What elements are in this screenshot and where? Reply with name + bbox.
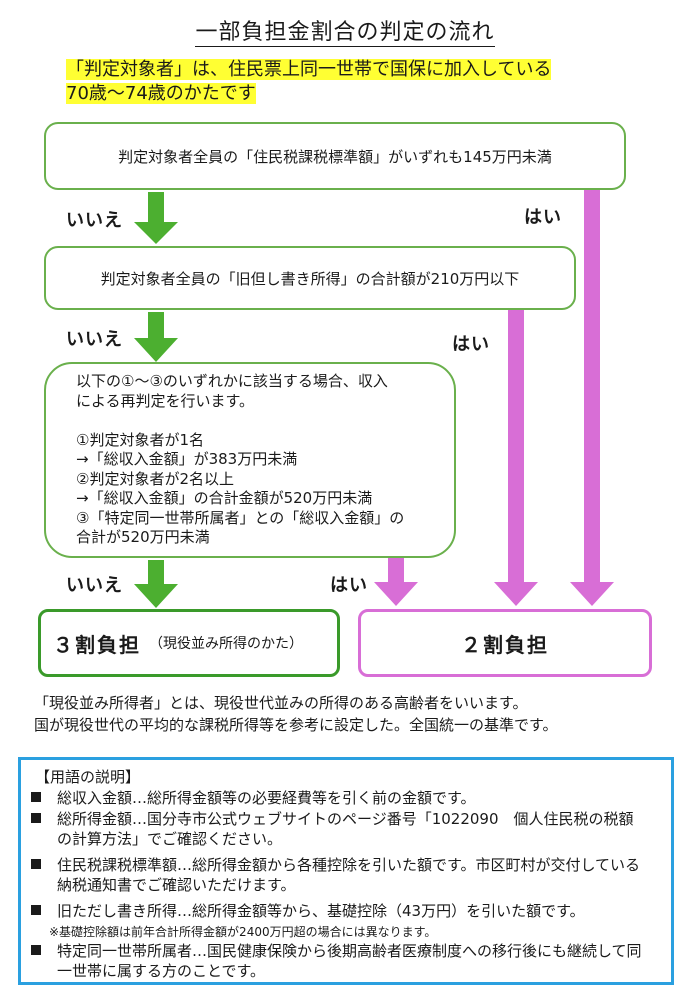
label-no-2: いいえ	[66, 329, 123, 350]
glossary-item: 総収入金額…総所得金額等の必要経費等を引く前の金額です。	[31, 788, 647, 808]
glossary-item-text: 住民税課税標準額…総所得金額から各種控除を引いた額です。市区町村が交付している納…	[57, 856, 641, 894]
glossary-box: 【用語の説明】 総収入金額…総所得金額等の必要経費等を引く前の金額です。 総所得…	[18, 757, 674, 985]
decision-box-2: 判定対象者全員の「旧但し書き所得」の合計額が210万円以下	[44, 246, 576, 310]
note-line-2: 国が現役世代の平均的な課税所得等を参考に設定した。全国統一の基準です。	[34, 716, 558, 734]
note-text: 「現役並み所得者」とは、現役世代並みの所得のある高齢者をいいます。 国が現役世代…	[34, 692, 558, 736]
glossary-item: 旧ただし書き所得…総所得金額等から、基礎控除（43万円）を引いた額です。	[31, 901, 647, 921]
glossary-item: 特定同一世帯所属者…国民健康保険から後期高齢者医療制度への移行後にも継続して同一…	[31, 941, 647, 981]
box3-line: 以下の①～③のいずれかに該当する場合、収入	[76, 372, 388, 390]
result-30-label: ３割負担	[53, 632, 141, 657]
result-20-percent: ２割負担	[358, 609, 652, 677]
result-30-percent: ３割負担 （現役並み所得のかた）	[38, 609, 340, 677]
box3-line: 合計が520万円未満	[76, 528, 210, 546]
note-line-1: 「現役並み所得者」とは、現役世代並みの所得のある高齢者をいいます。	[34, 694, 528, 712]
glossary-item-text: 総収入金額…総所得金額等の必要経費等を引く前の金額です。	[57, 789, 476, 807]
page-title-text: 一部負担金割合の判定の流れ	[195, 20, 495, 47]
glossary-item: 総所得金額…国分寺市公式ウェブサイトのページ番号「1022090 個人住民税の税…	[31, 809, 647, 849]
glossary-item: 住民税課税標準額…総所得金額から各種控除を引いた額です。市区町村が交付している納…	[31, 855, 647, 895]
glossary-title: 【用語の説明】	[35, 768, 141, 786]
decision-box-3: 以下の①～③のいずれかに該当する場合、収入 による再判定を行います。 ①判定対象…	[44, 362, 456, 558]
arrow-yes-box1	[570, 190, 614, 606]
page-title: 一部負担金割合の判定の流れ	[0, 14, 690, 47]
box3-line	[76, 411, 404, 431]
intro-text: 「判定対象者」は、住民票上同一世帯で国保に加入している 70歳～74歳のかたです	[66, 58, 552, 106]
bullet-square-icon	[31, 792, 41, 802]
bullet-square-icon	[31, 905, 41, 915]
glossary-footnote: ※基礎控除額は前年合計所得金額が2400万円超の場合には異なります。	[49, 925, 437, 939]
glossary-item-text: 特定同一世帯所属者…国民健康保険から後期高齢者医療制度への移行後にも継続して同一…	[57, 942, 642, 980]
arrow-no-box3	[134, 560, 178, 608]
glossary-item-text: 総所得金額…国分寺市公式ウェブサイトのページ番号「1022090 個人住民税の税…	[57, 810, 634, 848]
box3-line: による再判定を行います。	[76, 391, 255, 410]
bullet-square-icon	[31, 813, 41, 823]
intro-line-2: 70歳～74歳のかたです	[66, 83, 256, 104]
decision-box-2-text: 判定対象者全員の「旧但し書き所得」の合計額が210万円以下	[100, 269, 520, 288]
label-no-1: いいえ	[66, 210, 123, 231]
box3-line: ②判定対象者が2名以上	[76, 469, 234, 488]
decision-box-1-text: 判定対象者全員の「住民税課税標準額」がいずれも145万円未満	[118, 147, 552, 166]
result-20-label: ２割負担	[461, 632, 549, 657]
box3-line: ③「特定同一世帯所属者」との「総収入金額」の	[76, 508, 405, 527]
label-yes-1: はい	[524, 207, 562, 228]
label-yes-2: はい	[452, 334, 490, 355]
arrow-yes-box3	[374, 558, 418, 606]
result-30-note: （現役並み所得のかた）	[149, 636, 303, 652]
box3-line: →「総収入金額」の合計金額が520万円未満	[76, 489, 373, 507]
bullet-square-icon	[31, 859, 41, 869]
arrow-no-box1	[134, 192, 178, 244]
box3-line: ①判定対象者が1名	[76, 430, 204, 449]
intro-line-1: 「判定対象者」は、住民票上同一世帯で国保に加入している	[66, 59, 552, 80]
decision-box-3-text: 以下の①～③のいずれかに該当する場合、収入 による再判定を行います。 ①判定対象…	[76, 372, 404, 548]
decision-box-1: 判定対象者全員の「住民税課税標準額」がいずれも145万円未満	[44, 122, 626, 190]
arrow-yes-box2	[494, 310, 538, 606]
arrow-no-box2	[134, 312, 178, 362]
box3-line: →「総収入金額」が383万円未満	[76, 450, 298, 468]
bullet-square-icon	[31, 945, 41, 955]
label-no-3: いいえ	[66, 575, 123, 596]
glossary-item-text: 旧ただし書き所得…総所得金額等から、基礎控除（43万円）を引いた額です。	[57, 902, 585, 920]
label-yes-3: はい	[330, 575, 368, 596]
